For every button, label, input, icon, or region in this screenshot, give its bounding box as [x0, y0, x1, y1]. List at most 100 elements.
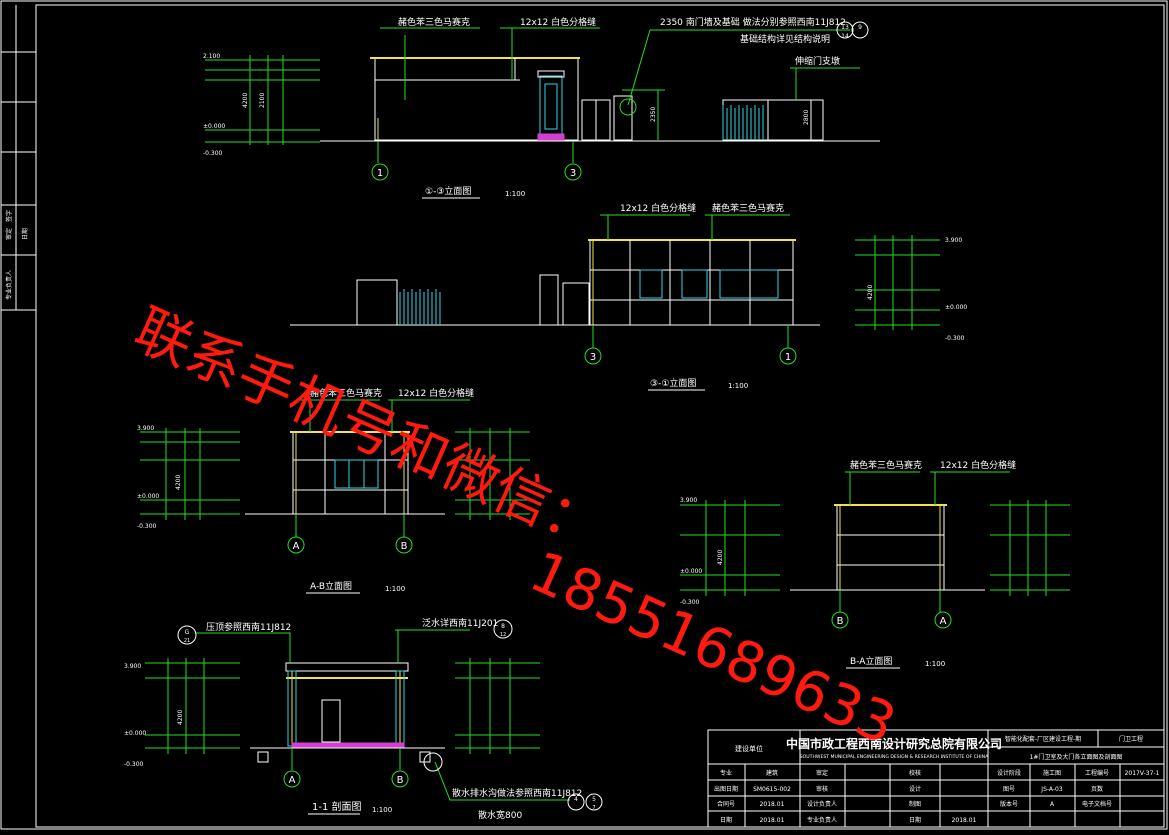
elev2-level-neg: -0.300 — [945, 335, 965, 342]
elev2-fence — [399, 289, 441, 325]
axis-bubble-icon — [391, 770, 409, 788]
detail-callout-icon — [585, 793, 603, 811]
elev1-note-wall: 伸缩门支墩 — [795, 55, 840, 67]
elev2-note-roof: 赭色苯三色马赛克 — [712, 202, 784, 214]
elev3-note-roof: 赭色苯三色马赛克 — [310, 387, 382, 399]
title-block-cell: 电子文档号 — [1082, 800, 1112, 808]
title-block-cell: 设计负责人 — [807, 800, 837, 808]
elev4-building — [790, 504, 985, 591]
axis-bubble-icon — [934, 611, 952, 629]
title-block-cell: 施工图 — [1043, 769, 1061, 777]
company-name-en: SOUTHWEST MUNICIPAL ENGINEERING DESIGN &… — [800, 754, 989, 760]
section-dimension-lines — [145, 629, 570, 801]
title-block-stamp: 建设单位 — [735, 744, 763, 753]
elev3-building — [245, 431, 445, 515]
title-block-cell: 图号 — [1003, 786, 1015, 793]
axis-bubble-icon — [831, 611, 849, 629]
elev4-level-marks: 3.900 ±0.000 -0.300 — [680, 497, 702, 606]
elev1-fence — [722, 105, 764, 140]
title-block-cell: 版本号 — [1000, 800, 1018, 808]
elev2-note-tile: 12x12 白色分格缝 — [620, 202, 696, 214]
elev1-level-marks: 2.100 ±0.000 -0.300 — [203, 53, 225, 157]
title-block-cell: 合同号 — [717, 800, 735, 808]
elev3-level-neg: -0.300 — [137, 523, 157, 530]
section-dim-total: 4200 — [177, 710, 184, 725]
elev1-ref-b: 9 — [858, 24, 862, 31]
elev1-note-gate: 2350 南门墙及基础 做法分别参照西南11J812 — [660, 16, 846, 28]
title-block-cell: SM0615-002 — [753, 786, 791, 793]
elev2-level-marks: 3.900 ±0.000 -0.300 — [945, 237, 967, 342]
axis-bubble-icon — [287, 536, 305, 554]
detail-callout-icon — [619, 98, 637, 116]
elev4-note-tile: 12x12 白色分格缝 — [940, 459, 1016, 471]
axis-bubble-icon — [584, 347, 602, 365]
title-block: 建设单位 中国市政工程西南设计研究总院有限公司 SOUTHWEST MUNICI… — [707, 729, 1165, 828]
elev1-dim-wall: 2800 — [803, 110, 810, 125]
elev3-axis-a: A — [293, 541, 300, 552]
elev1-dimension-lines — [205, 55, 665, 145]
elev1-note-roof: 赭色苯三色马赛克 — [398, 16, 470, 28]
section-axis-b: B — [397, 775, 404, 786]
elev1-dim-total: 4200 — [242, 93, 249, 108]
title-block-cell: A — [1050, 801, 1055, 808]
elev1-leaders — [377, 27, 860, 163]
detail-callout-icon — [423, 752, 443, 772]
elev4-dim-total: 4200 — [717, 550, 724, 565]
elev2-axis-a: 3 — [590, 352, 596, 363]
title-block-cell: 2018.01 — [760, 817, 785, 824]
elev4-title: B-A立面图 — [850, 655, 892, 667]
elev1-note-gate2: 基础结构详见结构说明 — [740, 33, 830, 45]
elev2-level-zero: ±0.000 — [945, 304, 967, 311]
section-level-neg: -0.300 — [124, 761, 144, 768]
title-block-cell: 工程编号 — [1085, 769, 1109, 777]
section-ref2b: 12 — [500, 632, 506, 638]
elev2-notes: 12x12 白色分格缝 赭色苯三色马赛克 — [620, 202, 784, 214]
sidebar-label-sign: 签字 — [5, 210, 13, 222]
elev4-scale: 1:100 — [925, 660, 945, 668]
title-block-cell: 页数 — [1091, 785, 1103, 793]
elev1-level-top: 2.100 — [203, 53, 220, 60]
section-ref3: 4 — [574, 796, 578, 803]
title-block-cell: 校核 — [909, 769, 921, 777]
elev1-axis-a: 1 — [377, 168, 383, 179]
sidebar-label-date: 日期 — [21, 228, 29, 240]
elev4-notes: 赭色苯三色马赛克 12x12 白色分格缝 — [850, 459, 1016, 471]
detail-callout-icon — [493, 619, 513, 639]
section-title: 1-1 剖面图 — [312, 800, 362, 813]
elev3-title: A-B立面图 — [310, 580, 352, 592]
section-ref1b: 21 — [184, 638, 190, 644]
section-ref5: 7 — [592, 805, 595, 811]
elev3-dim-total: 4200 — [175, 475, 182, 490]
axis-bubble-icon — [779, 347, 797, 365]
axis-bubble-icon — [395, 536, 413, 554]
project-no: 门卫工程 — [1119, 735, 1143, 743]
drawing-title: 1#门卫室及大门各立面图及剖面图 — [1030, 753, 1123, 761]
elevation-b-a: 4200 3.900 ±0.000 -0.300 B A 赭色苯三色马赛克 12… — [680, 459, 1070, 669]
section-building — [250, 662, 445, 763]
section-note-top1: 压顶参照西南11J812 — [206, 621, 291, 633]
elev2-title: ③-①立面图 — [650, 377, 696, 389]
title-block-cell: 制图 — [909, 800, 921, 808]
elev2-dimension-lines — [592, 214, 940, 348]
elev1-dim-text: 4200 2100 2350 2800 — [242, 93, 810, 125]
elevation-1-3: 4200 2100 2350 2800 2.100 ±0.000 -0.300 — [203, 16, 880, 199]
sidebar-label-approve: 审定 — [5, 228, 13, 240]
elev1-level-zero: ±0.000 — [203, 123, 225, 130]
elev4-level-zero: ±0.000 — [680, 568, 702, 575]
section-scale: 1:100 — [372, 806, 392, 814]
title-block-cell: 日期 — [909, 816, 921, 824]
elev4-level-neg: -0.300 — [680, 599, 700, 606]
title-block-cell: 2018.01 — [760, 801, 785, 808]
elev4-note-roof: 赭色苯三色马赛克 — [850, 459, 922, 471]
elev1-axis-b: 3 — [570, 168, 576, 179]
elev1-dim-h2: 2350 — [650, 107, 657, 122]
elev1-title: ①-③立面图 — [425, 185, 471, 197]
section-notes: 压顶参照西南11J812 泛水详西南11J201 散水排水沟做法参照西南11J8… — [206, 617, 582, 821]
title-block-cell: 专业负责人 — [807, 816, 837, 824]
detail-callout-icon — [836, 21, 854, 39]
elev2-level-top: 3.900 — [945, 237, 962, 244]
title-block-cell: 2018.01 — [952, 817, 977, 824]
elev1-scale: 1:100 — [505, 190, 525, 198]
title-block-cell: 2017V-37-1 — [1125, 770, 1160, 777]
